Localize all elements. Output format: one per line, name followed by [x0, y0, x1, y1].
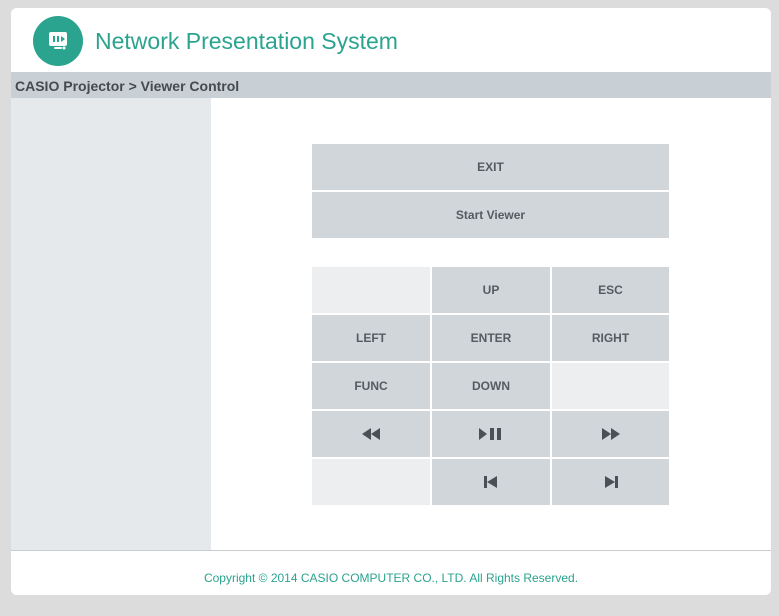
down-button[interactable]: DOWN: [432, 363, 550, 409]
play-pause-button[interactable]: [432, 411, 550, 457]
right-button[interactable]: RIGHT: [552, 315, 669, 361]
presentation-play-icon: [49, 32, 67, 50]
esc-button-label: ESC: [598, 283, 623, 297]
up-button-label: UP: [482, 283, 500, 297]
enter-button-label: ENTER: [470, 331, 512, 345]
fast-forward-button[interactable]: [552, 411, 669, 457]
enter-button[interactable]: ENTER: [432, 315, 550, 361]
main-window: Network Presentation System CASIO Projec…: [11, 8, 771, 595]
start-viewer-button[interactable]: Start Viewer: [312, 192, 669, 238]
footer-divider: [11, 550, 771, 551]
fast-forward-icon: [601, 428, 620, 440]
down-button-label: DOWN: [472, 379, 510, 393]
keypad-empty-cell: [312, 267, 430, 313]
start-viewer-button-label: Start Viewer: [455, 208, 526, 222]
exit-button-label: EXIT: [477, 160, 504, 174]
footer: Copyright © 2014 CASIO COMPUTER CO., LTD…: [11, 551, 771, 595]
breadcrumb: CASIO Projector > Viewer Control: [11, 72, 771, 98]
esc-button[interactable]: ESC: [552, 267, 669, 313]
play-pause-icon: [479, 428, 501, 440]
header: Network Presentation System: [11, 8, 771, 72]
up-button[interactable]: UP: [432, 267, 550, 313]
app-logo: [33, 16, 83, 66]
left-button[interactable]: LEFT: [312, 315, 430, 361]
exit-button[interactable]: EXIT: [312, 144, 669, 190]
skip-next-icon: [604, 476, 618, 488]
rewind-button[interactable]: [312, 411, 430, 457]
func-button-label: FUNC: [354, 379, 388, 393]
app-title: Network Presentation System: [95, 28, 398, 54]
func-button[interactable]: FUNC: [312, 363, 430, 409]
viewer-control-panel: EXIT Start Viewer UP ESC LEFT ENTER RIGH…: [211, 98, 771, 550]
left-button-label: LEFT: [356, 331, 386, 345]
keypad-empty-cell: [312, 459, 430, 505]
right-button-label: RIGHT: [591, 331, 630, 345]
copyright-text: Copyright © 2014 CASIO COMPUTER CO., LTD…: [203, 571, 579, 585]
rewind-icon: [362, 428, 380, 440]
keypad-empty-cell: [552, 363, 669, 409]
sidebar: [11, 98, 211, 550]
previous-button[interactable]: [432, 459, 550, 505]
next-button[interactable]: [552, 459, 669, 505]
skip-previous-icon: [484, 476, 497, 488]
breadcrumb-text: CASIO Projector > Viewer Control: [15, 78, 240, 94]
